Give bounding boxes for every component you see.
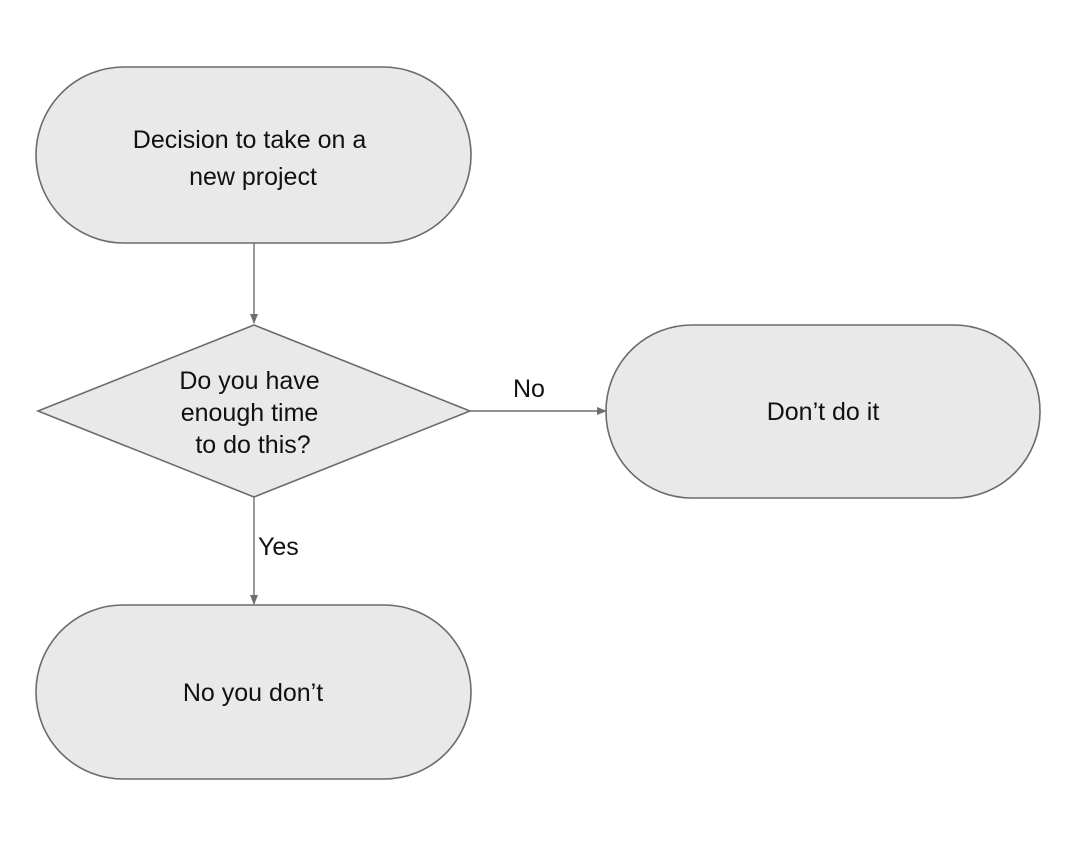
svg-text:Decision to take on a ne: Decision to take on a new project bbox=[133, 126, 373, 191]
decision-node: Do you have enough time to do this? bbox=[35, 324, 473, 498]
no-outcome-node: Don’t do it bbox=[605, 324, 1041, 499]
decision-node-line-2: enough time bbox=[181, 399, 319, 427]
start-node: Decision to take on a new project bbox=[35, 66, 472, 244]
edge-label-no: No bbox=[513, 375, 545, 403]
decision-node-line-3: to do this? bbox=[195, 431, 310, 459]
svg-text:Don’t do it: Don’t do it bbox=[767, 398, 880, 426]
start-node-line-2: new project bbox=[189, 163, 317, 191]
edge-label-yes: Yes bbox=[258, 533, 299, 561]
no-outcome-node-line-1: Don’t do it bbox=[767, 398, 880, 426]
start-node-line-1: Decision to take on a bbox=[133, 126, 367, 154]
svg-text:Do you have enough time: Do you have enough time to do this? bbox=[179, 367, 326, 459]
yes-outcome-node-line-1: No you don’t bbox=[183, 679, 323, 707]
svg-text:No you don’t: No you don’t bbox=[183, 679, 323, 707]
decision-node-line-1: Do you have bbox=[179, 367, 319, 395]
yes-outcome-node: No you don’t bbox=[35, 604, 472, 780]
